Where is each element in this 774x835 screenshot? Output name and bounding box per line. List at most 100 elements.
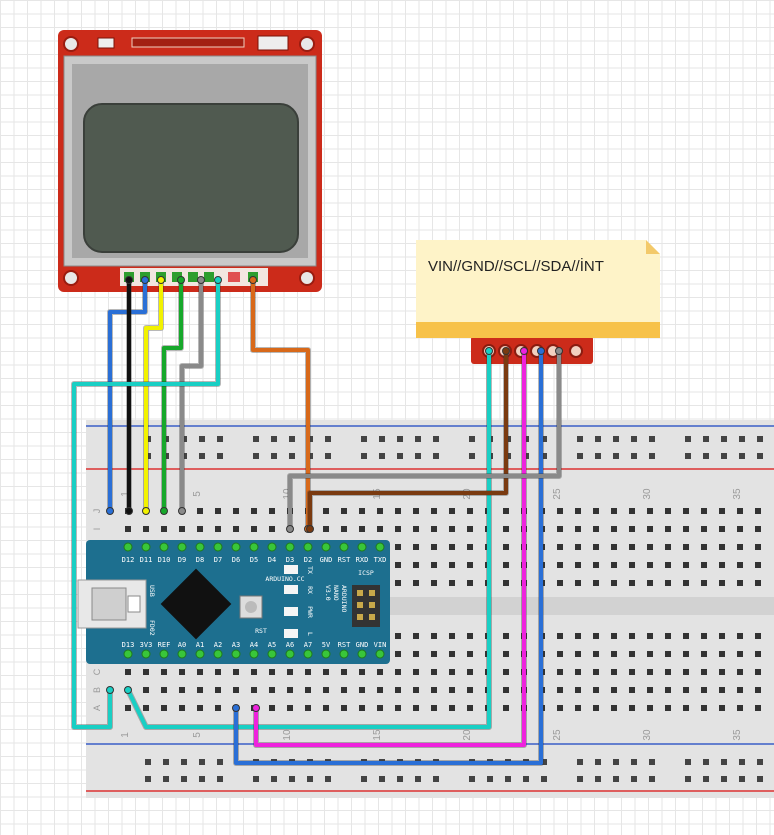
- breadboard-hole: [755, 651, 761, 657]
- row-letter: C: [92, 668, 102, 675]
- power-rail-hole: [757, 759, 763, 765]
- power-rail-hole: [433, 453, 439, 459]
- breadboard-hole: [665, 687, 671, 693]
- header-pin: [249, 542, 259, 552]
- breadboard-hole: [665, 705, 671, 711]
- power-rail-hole: [253, 453, 259, 459]
- power-rail-hole: [505, 776, 511, 782]
- breadboard-hole: [341, 669, 347, 675]
- breadboard-hole: [467, 562, 473, 568]
- icsp-header: [352, 585, 380, 627]
- power-rail-hole: [577, 776, 583, 782]
- breadboard-hole: [395, 526, 401, 532]
- wire-magenta-sensor: [252, 347, 528, 748]
- power-rail-hole: [613, 776, 619, 782]
- power-rail-hole: [631, 436, 637, 442]
- breadboard-hole: [683, 508, 689, 514]
- column-number: 25: [552, 729, 563, 741]
- breadboard-hole: [431, 544, 437, 550]
- pin-label-bottom: A6: [286, 641, 294, 649]
- breadboard-hole: [593, 651, 599, 657]
- breadboard-hole: [665, 633, 671, 639]
- breadboard-hole: [701, 687, 707, 693]
- power-rail-hole: [271, 776, 277, 782]
- power-rail-hole: [739, 436, 745, 442]
- pin-label-bottom: VIN: [374, 641, 387, 649]
- breadboard-hole: [593, 508, 599, 514]
- breadboard-hole: [161, 687, 167, 693]
- usb-label: USB: [148, 585, 156, 597]
- column-number: 35: [732, 729, 743, 741]
- power-rail-hole: [703, 759, 709, 765]
- breadboard-hole: [557, 705, 563, 711]
- power-rail-hole: [271, 453, 277, 459]
- breadboard-hole: [161, 705, 167, 711]
- power-rail-hole: [433, 436, 439, 442]
- icsp-pin: [357, 614, 363, 620]
- power-rail-hole: [631, 453, 637, 459]
- breadboard-hole: [737, 562, 743, 568]
- wire-green-lcd: [160, 276, 185, 515]
- breadboard-hole: [431, 669, 437, 675]
- part-label: FD02: [148, 620, 156, 636]
- microcontroller-chip: [160, 568, 232, 640]
- breadboard-hole: [683, 580, 689, 586]
- breadboard-hole: [629, 633, 635, 639]
- pin-label-bottom: A5: [268, 641, 276, 649]
- power-rail-hole: [397, 776, 403, 782]
- power-rail-hole: [181, 776, 187, 782]
- breadboard-hole: [467, 633, 473, 639]
- column-number: 10: [282, 729, 293, 741]
- power-rail-hole: [649, 759, 655, 765]
- breadboard-hole: [449, 526, 455, 532]
- breadboard-hole: [503, 544, 509, 550]
- breadboard-hole: [665, 562, 671, 568]
- column-number: 1: [120, 732, 131, 738]
- breadboard-hole: [323, 705, 329, 711]
- breadboard-hole: [377, 526, 383, 532]
- header-pin: [285, 649, 295, 659]
- breadboard-hole: [305, 687, 311, 693]
- power-rail-hole: [307, 776, 313, 782]
- breadboard-hole: [359, 508, 365, 514]
- breadboard-hole: [683, 633, 689, 639]
- breadboard-hole: [611, 633, 617, 639]
- breadboard-hole: [593, 669, 599, 675]
- power-rail-hole: [721, 436, 727, 442]
- breadboard-hole: [503, 651, 509, 657]
- header-pin: [339, 649, 349, 659]
- header-pin: [213, 649, 223, 659]
- breadboard-hole: [197, 508, 203, 514]
- breadboard-hole: [269, 687, 275, 693]
- power-rail-hole: [145, 776, 151, 782]
- row-letter: B: [92, 687, 102, 693]
- breadboard-hole: [575, 508, 581, 514]
- power-rail-hole: [649, 776, 655, 782]
- power-rail-hole: [145, 759, 151, 765]
- power-rail-hole: [685, 759, 691, 765]
- wires: [71, 276, 563, 766]
- breadboard-hole: [377, 508, 383, 514]
- breadboard-hole: [719, 508, 725, 514]
- icsp-label: ICSP: [358, 569, 374, 577]
- breadboard-hole: [665, 651, 671, 657]
- breadboard-hole: [701, 705, 707, 711]
- breadboard-hole: [251, 687, 257, 693]
- breadboard-hole: [143, 705, 149, 711]
- breadboard-hole: [395, 705, 401, 711]
- icsp-pin: [357, 602, 363, 608]
- breadboard-hole: [575, 705, 581, 711]
- power-rail-hole: [469, 776, 475, 782]
- breadboard-hole: [143, 669, 149, 675]
- pin-label-bottom: GND: [356, 641, 369, 649]
- breadboard-hole: [233, 526, 239, 532]
- mount-hole-icon: [63, 270, 79, 286]
- breadboard-hole: [593, 580, 599, 586]
- header-pin: [321, 649, 331, 659]
- breadboard-hole: [197, 687, 203, 693]
- power-rail-hole: [685, 453, 691, 459]
- power-rail-hole: [217, 453, 223, 459]
- breadboard-hole: [575, 580, 581, 586]
- breadboard-hole: [503, 687, 509, 693]
- breadboard-hole: [503, 580, 509, 586]
